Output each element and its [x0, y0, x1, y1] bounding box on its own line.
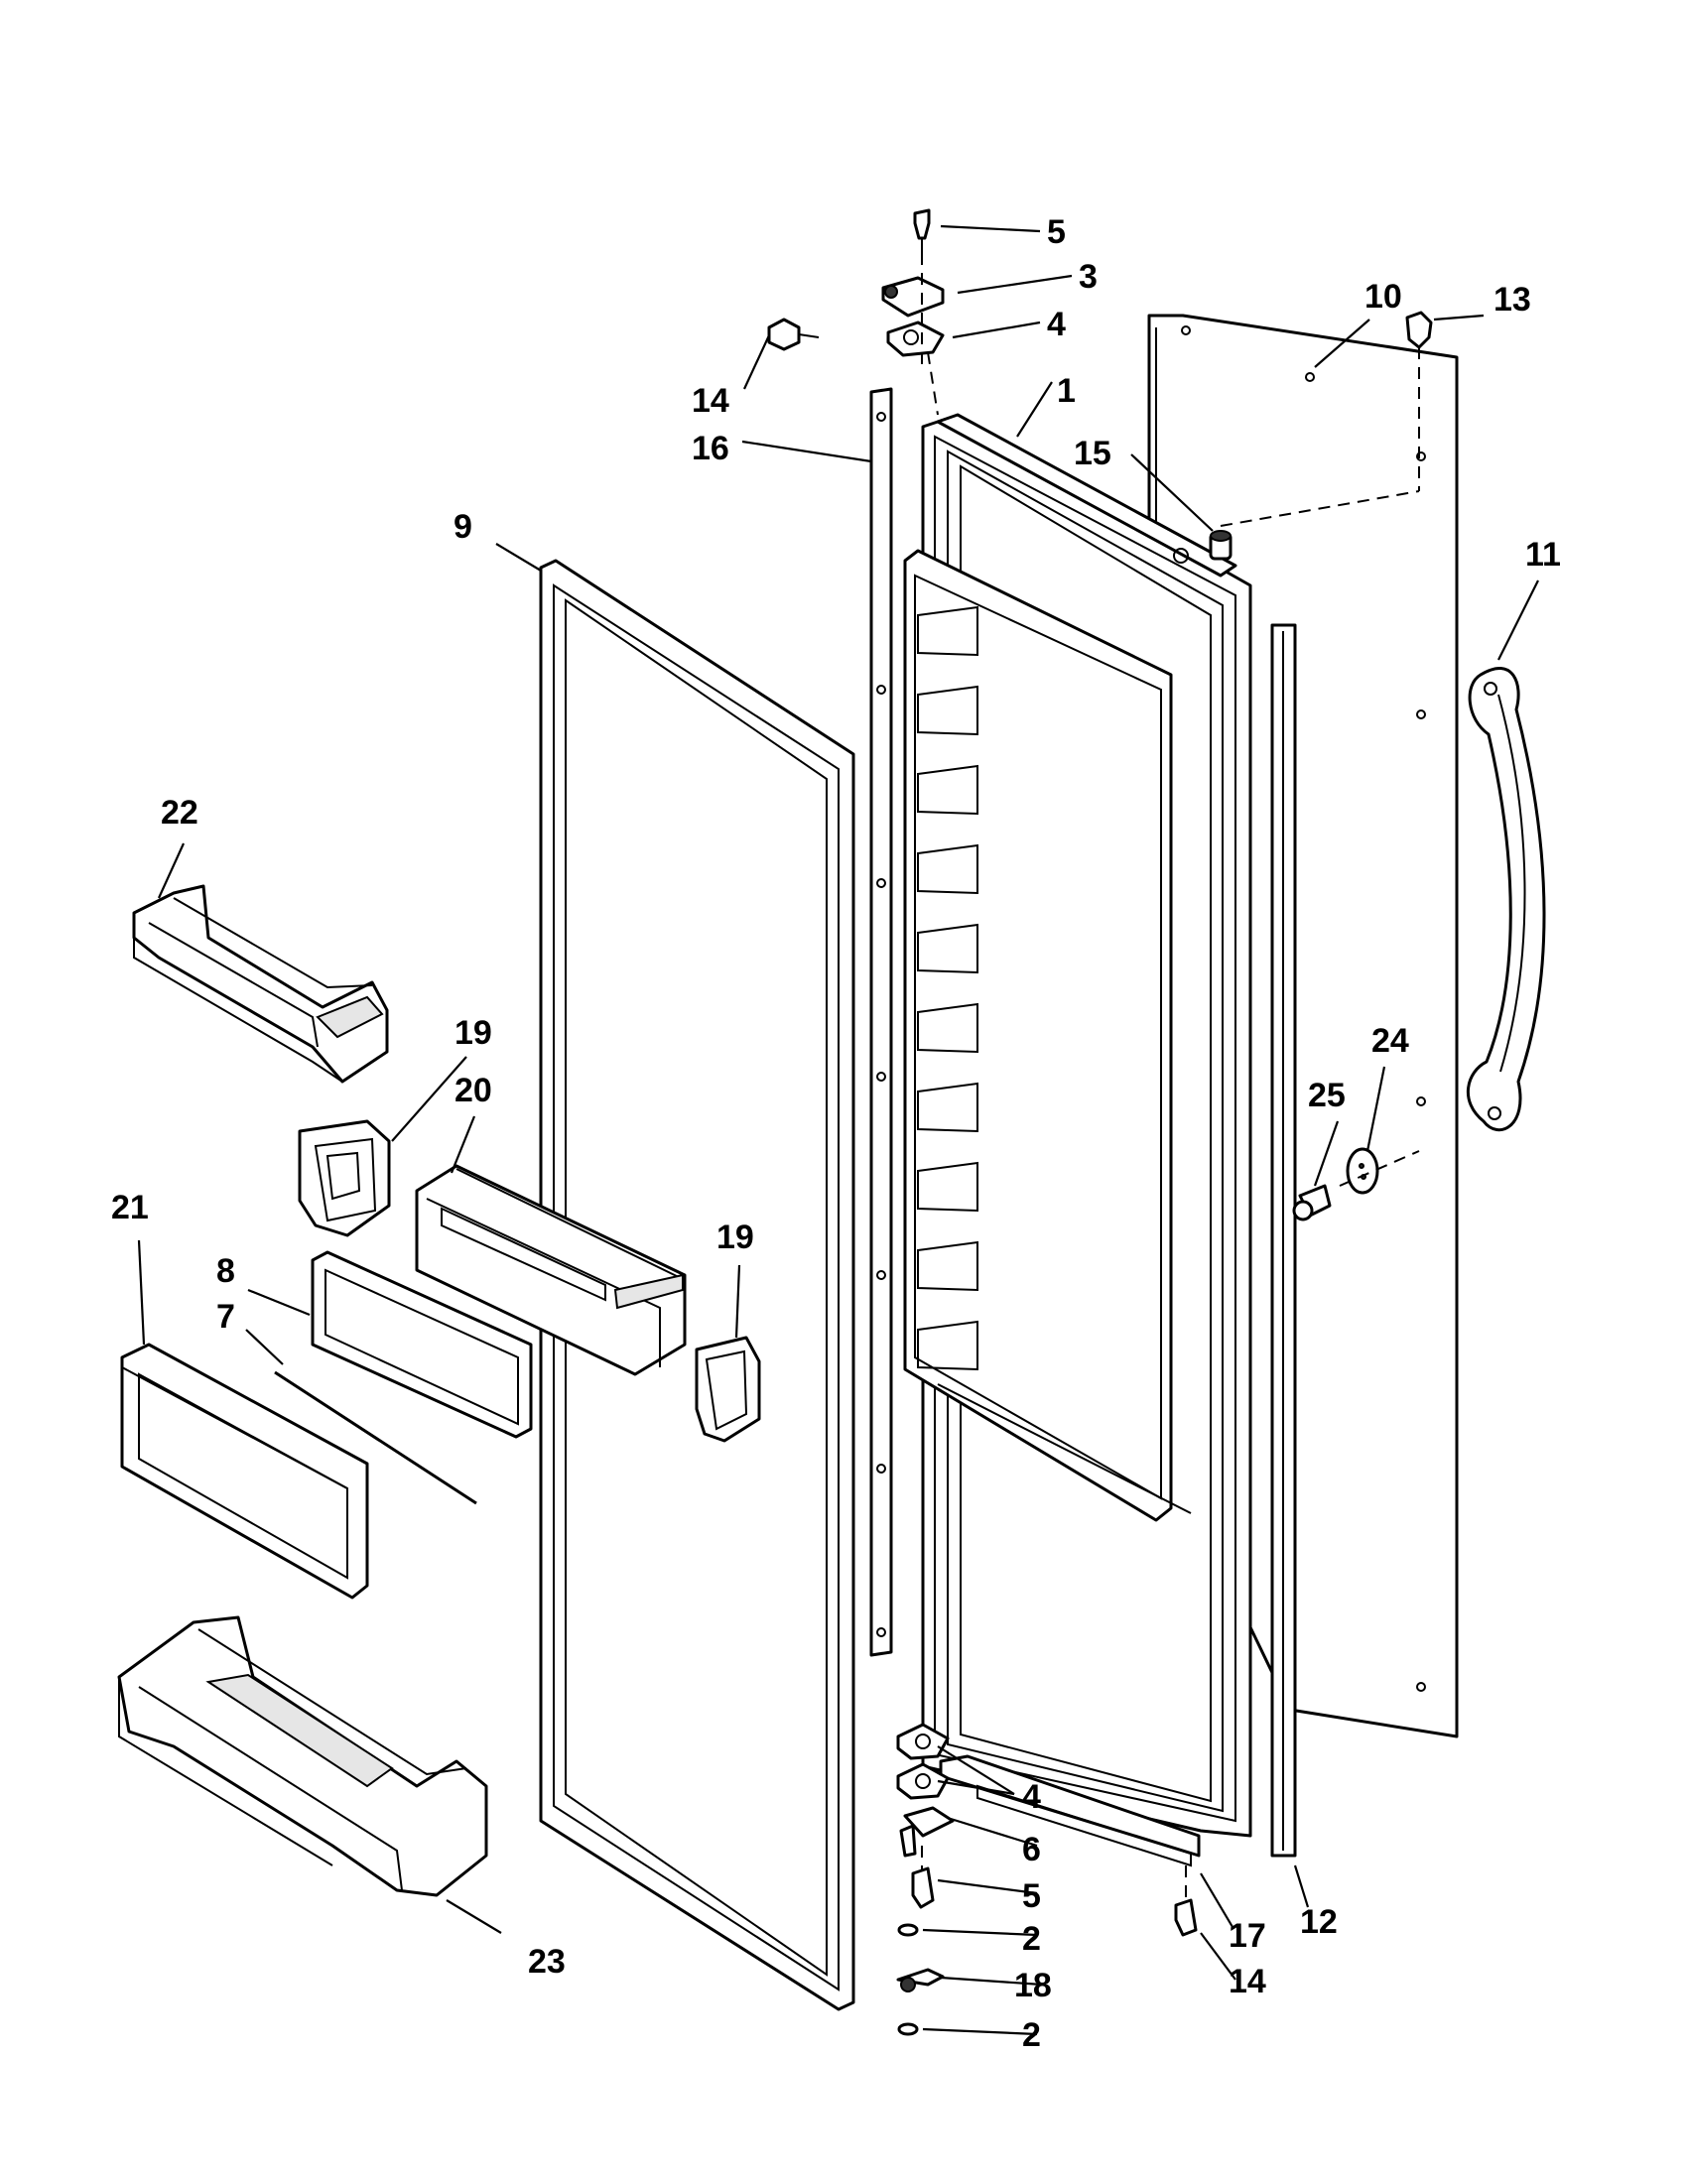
callout-9: 9 — [454, 508, 472, 546]
callout-15: 15 — [1074, 435, 1111, 472]
callout-12: 12 — [1300, 1903, 1338, 1941]
callout-5-top: 5 — [1047, 213, 1066, 251]
door-handle — [1466, 667, 1546, 1132]
screw-13 — [1405, 311, 1433, 349]
callout-17: 17 — [1229, 1917, 1266, 1955]
dairy-door-frame — [311, 1250, 533, 1439]
side-trim-strip — [1270, 623, 1297, 1858]
callout-2-upper: 2 — [1022, 1920, 1041, 1958]
callout-labels: 5 3 4 14 1 16 10 13 15 9 11 22 19 20 24 … — [111, 213, 1561, 2054]
callout-6: 6 — [1022, 1831, 1041, 1868]
callout-24: 24 — [1371, 1022, 1409, 1060]
bushing — [1209, 530, 1233, 561]
callout-2-lower: 2 — [1022, 2016, 1041, 2054]
screw-top — [767, 318, 820, 351]
screw-25 — [1292, 1184, 1332, 1221]
callout-21: 21 — [111, 1189, 149, 1226]
callout-7: 7 — [216, 1298, 235, 1336]
callout-11: 11 — [1525, 536, 1561, 574]
top-hinge-assembly — [881, 208, 945, 357]
callout-14-bottom: 14 — [1229, 1963, 1266, 2000]
dairy-door — [120, 1343, 369, 1600]
screw-bottom — [1174, 1898, 1198, 1937]
callout-1: 1 — [1057, 372, 1076, 410]
callout-10: 10 — [1364, 278, 1402, 316]
bracket-right — [695, 1336, 761, 1443]
door-bin-bottom — [117, 1615, 488, 1897]
callout-13: 13 — [1493, 281, 1531, 319]
callout-4-bottom: 4 — [1022, 1778, 1041, 1816]
callout-22: 22 — [161, 794, 198, 832]
plug-24 — [1346, 1147, 1379, 1195]
bottom-hinge-assembly — [896, 1723, 955, 2036]
bracket-left — [298, 1119, 391, 1237]
callout-19-upper: 19 — [454, 1014, 492, 1052]
assembly-dash-lines — [921, 253, 1420, 1900]
hinge-side-strip — [869, 387, 893, 1657]
inner-door-liner — [903, 413, 1252, 1838]
callout-14-top: 14 — [692, 382, 729, 420]
shelf-ribs — [917, 605, 978, 1371]
callout-8: 8 — [216, 1252, 235, 1290]
dairy-door-rod — [274, 1370, 477, 1505]
dairy-compartment — [415, 1164, 687, 1376]
callout-19-lower: 19 — [716, 1219, 754, 1256]
callout-16: 16 — [692, 430, 729, 467]
callout-23: 23 — [528, 1943, 566, 1981]
door-bin-top — [132, 884, 389, 1084]
callout-18: 18 — [1014, 1967, 1052, 2004]
leader-lines — [137, 224, 1539, 2036]
callout-4-top: 4 — [1047, 306, 1066, 343]
callout-25: 25 — [1308, 1077, 1346, 1114]
callout-3: 3 — [1079, 258, 1098, 296]
door-gasket — [539, 559, 855, 2011]
callout-20: 20 — [454, 1072, 492, 1109]
callout-5-bottom: 5 — [1022, 1877, 1041, 1915]
